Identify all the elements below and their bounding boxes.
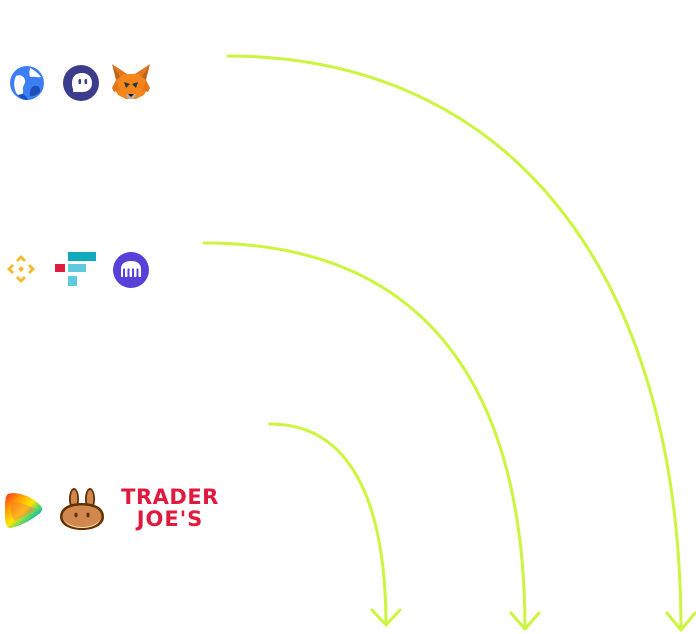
fox-icon: [112, 64, 150, 99]
bunny-icon: [60, 488, 104, 530]
outer-arrow-curve: [226, 54, 683, 630]
ghost-chat-icon: [63, 65, 99, 101]
trader-joes-wordmark: TRADER JOE'S: [120, 486, 220, 534]
trader-joes-line1: TRADER: [121, 485, 219, 509]
trader-joes-line2: JOE'S: [136, 507, 204, 531]
middle-arrow-curve: [202, 241, 527, 629]
binance-diamond-icon: [7, 255, 35, 283]
curve-rainbow-icon: [5, 493, 43, 528]
inner-arrow-curve: [268, 422, 388, 624]
ftx-bars-icon: [55, 252, 96, 286]
outer-arrow-head: [665, 611, 696, 632]
middle-arrow-head: [509, 611, 541, 631]
earth-globe-icon: [10, 66, 44, 100]
inner-arrow-head: [370, 608, 402, 627]
kraken-m-icon: [113, 252, 149, 288]
